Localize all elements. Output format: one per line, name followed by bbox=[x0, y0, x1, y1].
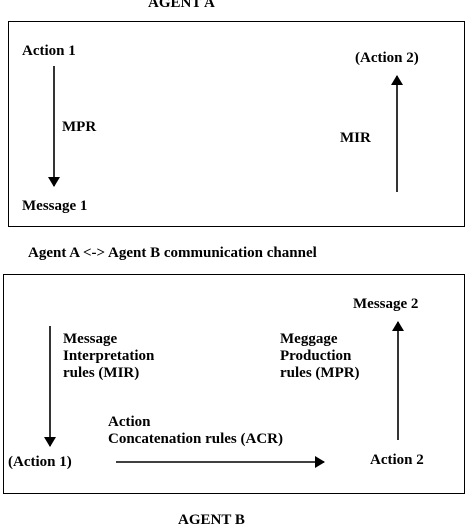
agent-a-mir-label: MIR bbox=[340, 130, 371, 146]
agent-a-action-2: (Action 2) bbox=[355, 50, 419, 66]
agent-a-title: AGENT A bbox=[148, 0, 215, 11]
agent-b-action-2: Action 2 bbox=[370, 452, 424, 468]
mir-line-3: rules (MIR) bbox=[63, 365, 140, 381]
agent-b-mpr-label: Meggage Production rules (MPR) bbox=[280, 331, 360, 382]
agent-a-message-1: Message 1 bbox=[22, 198, 88, 214]
agent-a-box bbox=[8, 21, 465, 227]
mpr-line-2: Production bbox=[280, 348, 352, 364]
agent-b-box bbox=[3, 274, 465, 494]
agent-b-message-2: Message 2 bbox=[353, 296, 419, 312]
agent-b-mir-label: Message Interpretation rules (MIR) bbox=[63, 331, 154, 382]
mir-line-2: Interpretation bbox=[63, 348, 155, 364]
agent-b-title: AGENT B bbox=[178, 512, 245, 528]
acr-line-2: Concatenation rules (ACR) bbox=[108, 431, 283, 447]
channel-label: Agent A <-> Agent B communication channe… bbox=[28, 245, 317, 261]
agent-b-acr-label: Action Concatenation rules (ACR) bbox=[108, 414, 283, 448]
agent-a-mpr-label: MPR bbox=[62, 119, 97, 135]
mir-line-1: Message bbox=[63, 331, 118, 347]
acr-line-1: Action bbox=[108, 414, 151, 430]
mpr-line-1: Meggage bbox=[280, 331, 338, 347]
mpr-line-3: rules (MPR) bbox=[280, 365, 360, 381]
agent-a-action-1: Action 1 bbox=[22, 43, 76, 59]
agent-b-action-1: (Action 1) bbox=[8, 454, 72, 470]
